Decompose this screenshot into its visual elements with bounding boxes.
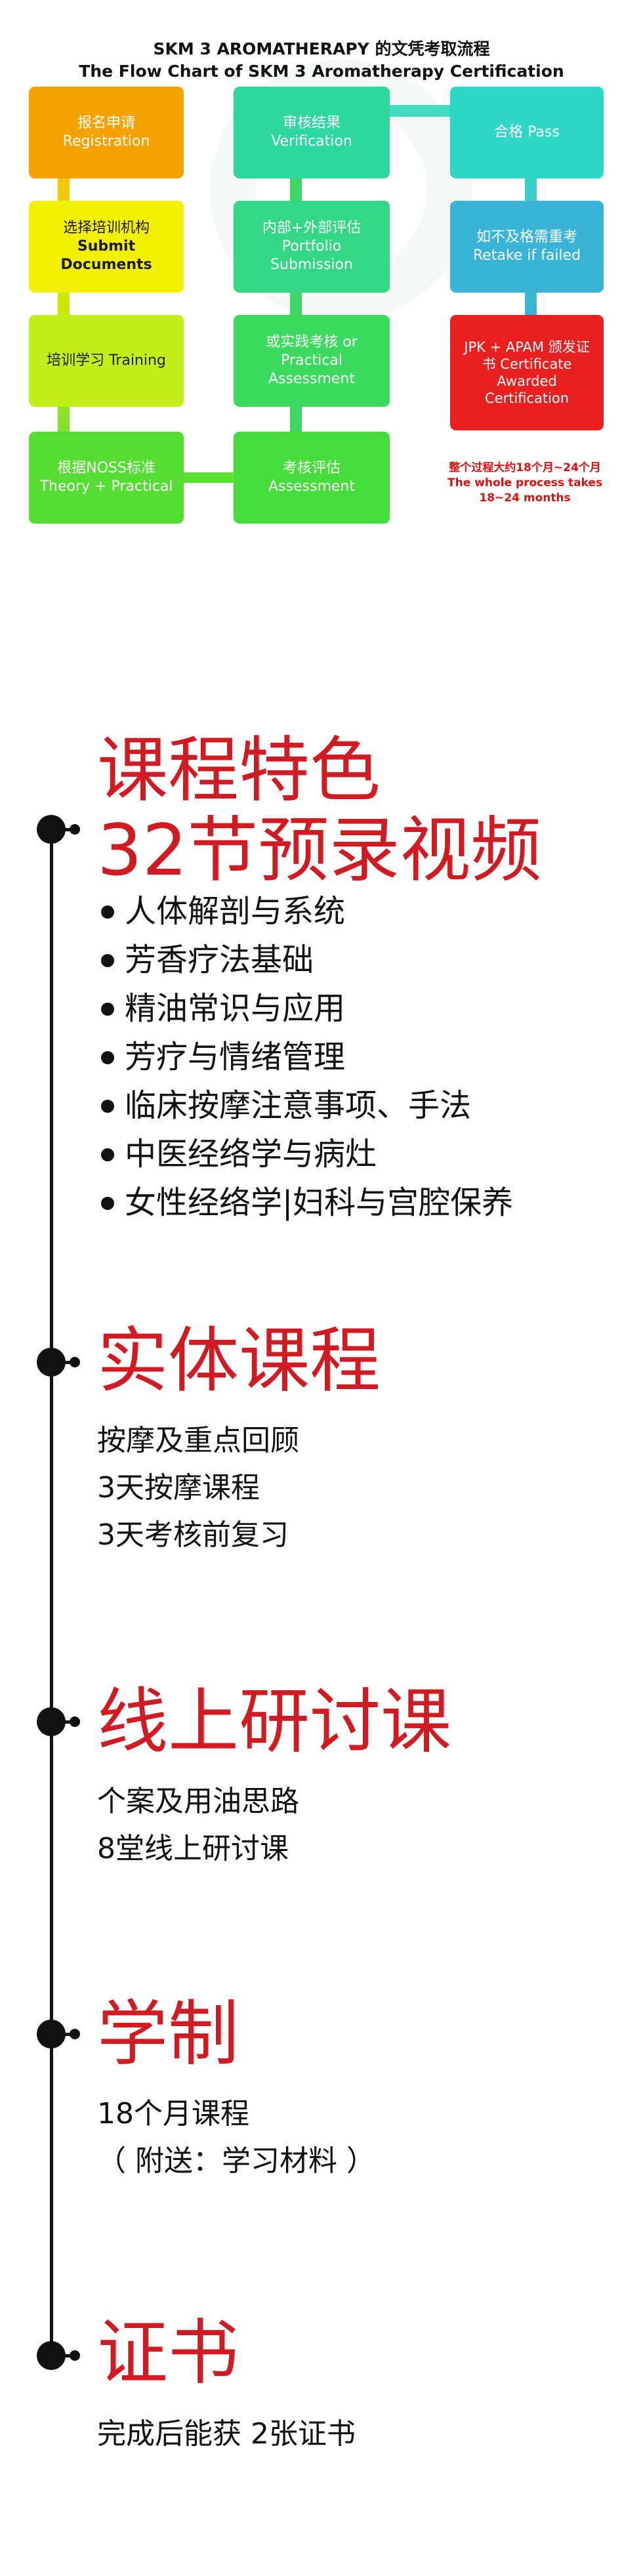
section-heading-videos: 32节预录视频 — [97, 810, 542, 892]
box-submit-documents: 选择培训机构 Submit Documents — [29, 201, 184, 293]
section-heading-duration: 学制 — [97, 1993, 239, 2075]
box-certificate-awarded: JPK + APAM 颁发证 书 Certificate Awarded Cer… — [450, 315, 604, 430]
timeline-small-dot-physical — [70, 1357, 80, 1367]
box-registration: 报名申请 Registration — [29, 87, 184, 178]
box-retake: 如不及格需重考 Retake if failed — [450, 201, 604, 293]
box-theory-practical: 根据NOSS标准 Theory + Practical — [29, 432, 184, 524]
list-item: 精油常识与应用 — [100, 984, 513, 1033]
timeline-line — [50, 832, 53, 2358]
flowchart-title-en: The Flow Chart of SKM 3 Aromatherapy Cer… — [79, 62, 564, 81]
timeline-link-certificate — [59, 2354, 79, 2358]
connector-verification-pass — [390, 105, 461, 117]
box-portfolio-submission: 内部+外部评估 Portfolio Submission — [234, 201, 390, 293]
physical-course-details: 按摩及重点回顾 3天按摩课程 3天考核前复习 — [97, 1424, 299, 1552]
timeline-link-duration — [59, 2033, 79, 2036]
flowchart-title-cn: SKM 3 AROMATHERAPY 的文凭考取流程 — [153, 39, 490, 58]
box-training: 培训学习 Training — [29, 315, 184, 407]
timeline-link-online — [59, 1720, 79, 1724]
section-heading-features: 课程特色 — [97, 730, 381, 812]
box-verification: 审核结果 Verification — [234, 87, 390, 178]
list-item: 中医经络学与病灶 — [100, 1130, 513, 1178]
box-assessment: 考核评估 Assessment — [234, 432, 390, 524]
timeline-small-dot-features — [70, 824, 80, 835]
list-item: 芳疗与情绪管理 — [100, 1033, 513, 1081]
list-item: 人体解剖与系统 — [100, 887, 513, 936]
connector-theory-assessment — [184, 472, 236, 483]
process-duration-note: 整个过程大约18个月~24个月 The whole process takes … — [447, 461, 602, 505]
box-practical-assessment: 或实践考核 or Practical Assessment — [234, 315, 390, 407]
duration-details: 18个月课程 （ 附送：学习材料 ） — [97, 2097, 375, 2178]
list-item: 临床按摩注意事项、手法 — [100, 1081, 513, 1130]
timeline-small-dot-certificate — [70, 2350, 80, 2361]
list-item: 芳香疗法基础 — [100, 936, 513, 984]
list-item: 女性经络学|妇科与宫腔保养 — [100, 1178, 513, 1227]
timeline-small-dot-online — [70, 1716, 80, 1727]
online-course-details: 个案及用油思路 8堂线上研讨课 — [97, 1785, 299, 1865]
timeline-small-dot-duration — [70, 2029, 80, 2039]
section-heading-certificate: 证书 — [97, 2312, 239, 2394]
box-pass: 合格 Pass — [450, 87, 604, 178]
section-heading-online: 线上研讨课 — [97, 1681, 452, 1763]
certificate-details: 完成后能获 2张证书 — [97, 2417, 356, 2451]
timeline-link-physical — [59, 1361, 79, 1364]
section-heading-physical: 实体课程 — [97, 1320, 381, 1402]
features-list: 人体解剖与系统 芳香疗法基础 精油常识与应用 芳疗与情绪管理 临床按摩注意事项、… — [100, 887, 513, 1227]
timeline-link-features — [59, 828, 79, 831]
